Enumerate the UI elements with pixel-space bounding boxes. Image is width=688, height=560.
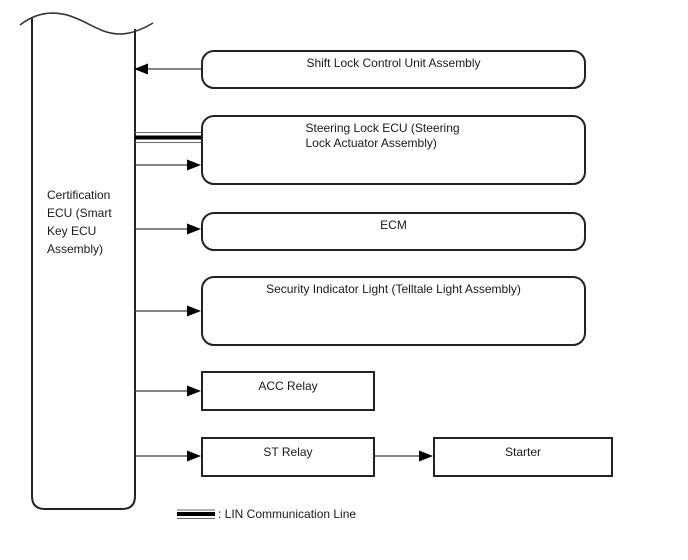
starter-label: Starter (504, 445, 541, 459)
acc-relay-box: ACC Relay (201, 371, 375, 411)
arrow-right-icon (187, 159, 201, 171)
st-relay-box: ST Relay (201, 437, 375, 477)
arrow-right-icon (419, 450, 433, 462)
arrow-left-icon (134, 63, 148, 75)
certification-ecu-label: Certification ECU (Smart Key ECU Assembl… (47, 188, 112, 256)
st-relay-label: ST Relay (263, 445, 313, 459)
break-wave-line (19, 12, 154, 35)
security-indicator-light-box: Security Indicator Light (Telltale Light… (201, 276, 586, 346)
arrow-right-icon (187, 450, 201, 462)
ecm-label: ECM (380, 218, 407, 232)
steering-lock-ecu-label: Steering Lock ECU (Steering Lock Actuato… (305, 121, 460, 150)
arrow-right-icon (187, 385, 201, 397)
lin-communication-line-icon (177, 509, 215, 519)
arrow-right-icon (187, 223, 201, 235)
acc-relay-label: ACC Relay (258, 379, 318, 393)
starter-box: Starter (433, 437, 613, 477)
security-indicator-light-label: Security Indicator Light (Telltale Light… (266, 282, 521, 296)
steering-lock-ecu-box: Steering Lock ECU (Steering Lock Actuato… (201, 115, 586, 185)
ecm-box: ECM (201, 212, 586, 251)
legend-lin-communication-line: : LIN Communication Line (218, 507, 357, 521)
shift-lock-control-unit-label: Shift Lock Control Unit Assembly (306, 56, 481, 70)
certification-ecu-outline (31, 17, 136, 510)
arrow-right-icon (187, 305, 201, 317)
shift-lock-control-unit-box: Shift Lock Control Unit Assembly (201, 50, 586, 89)
